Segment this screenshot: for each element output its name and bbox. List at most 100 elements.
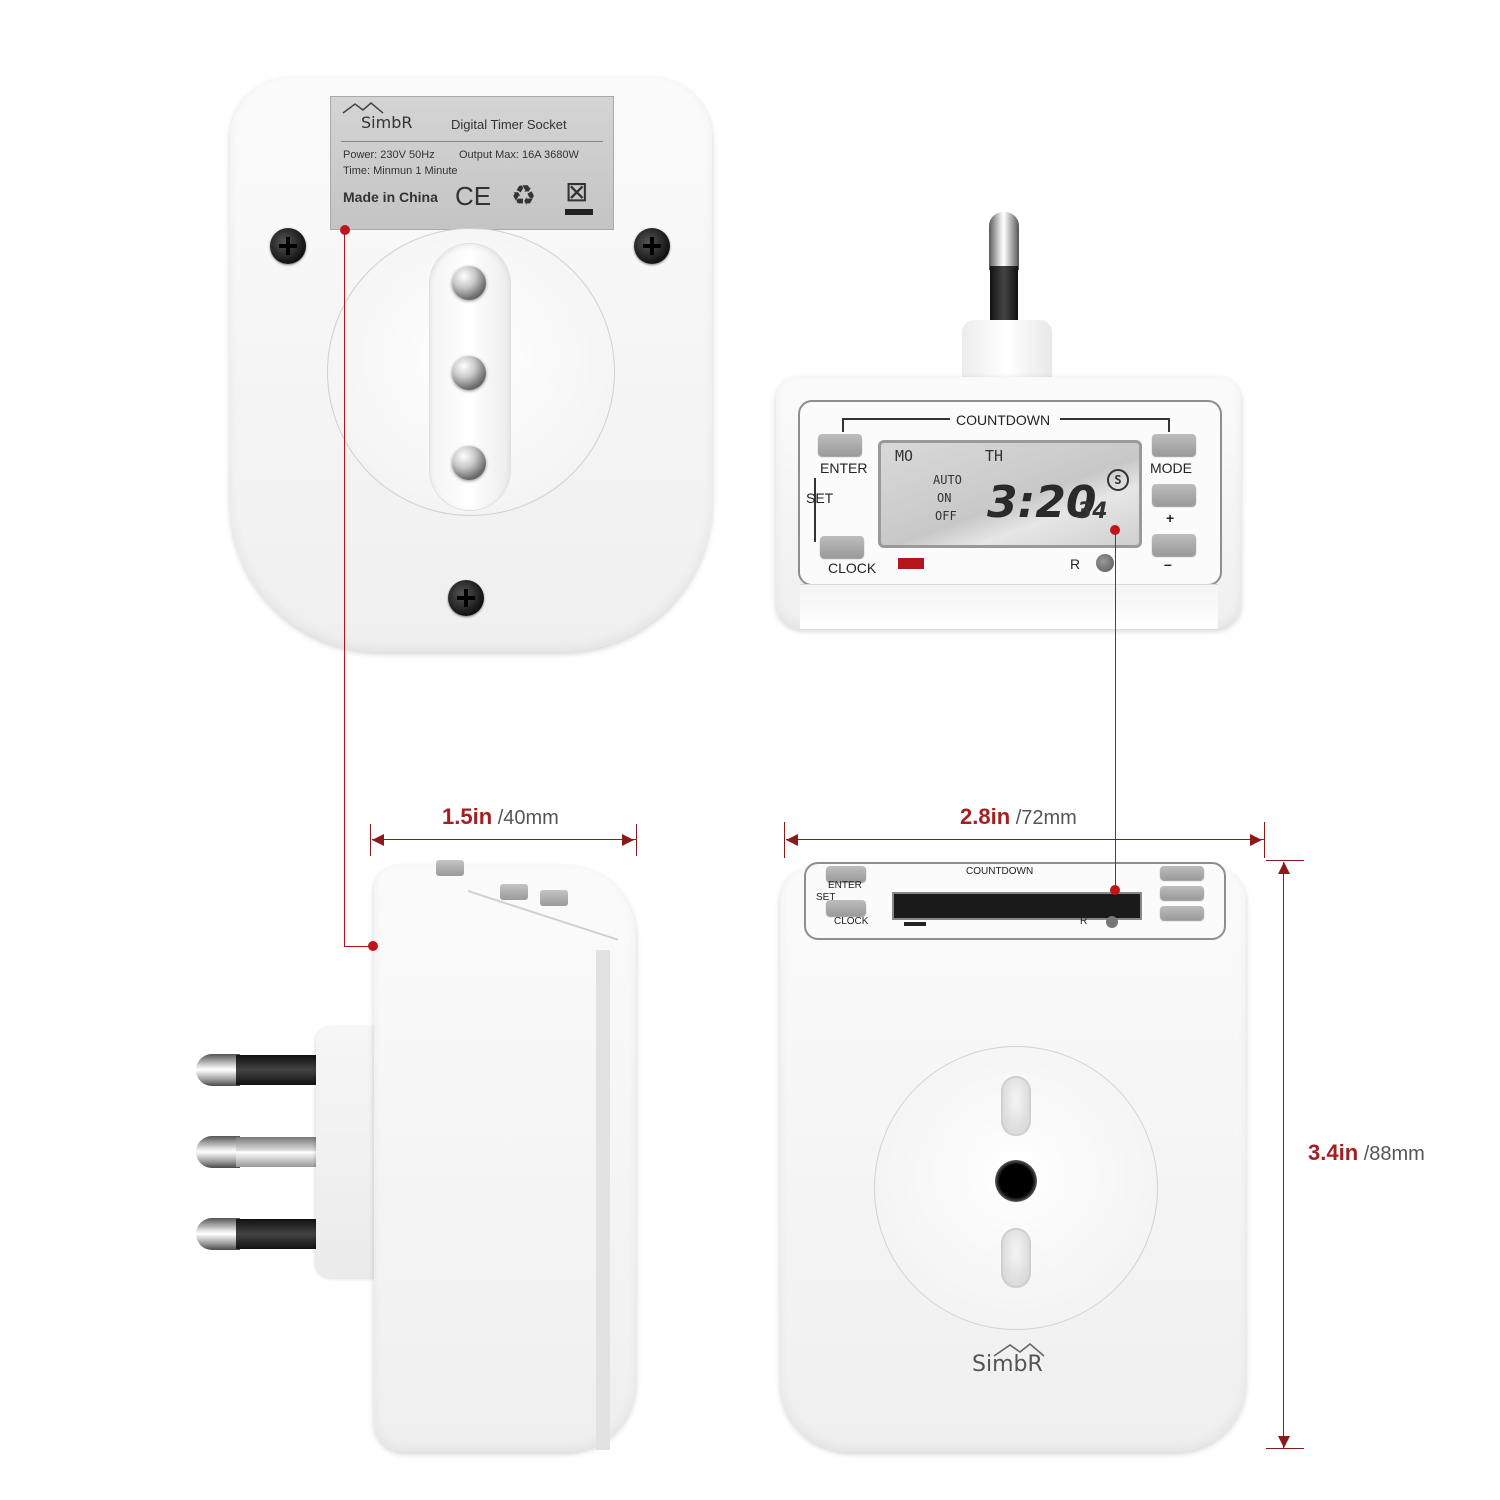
countdown-label: COUNTDOWN	[956, 412, 1051, 428]
width-metric: /72mm	[1015, 807, 1077, 829]
countdown-bracket-left	[842, 418, 950, 432]
side-countdown-label: COUNTDOWN	[966, 866, 1034, 877]
top-plug-base	[962, 320, 1052, 380]
depth-tick	[370, 824, 371, 856]
side-button-icon	[540, 890, 568, 906]
socket-brand-logo: SimbR	[972, 1352, 1043, 1377]
weee-bin-icon: ⊠	[565, 176, 589, 207]
depth-metric: /40mm	[497, 807, 559, 829]
clock-label: CLOCK	[828, 560, 877, 576]
side-reset-button[interactable]	[1106, 916, 1118, 928]
leader-dot	[340, 225, 350, 235]
mode-label: MODE	[1150, 460, 1192, 476]
label-origin: Made in China	[343, 189, 438, 205]
side-clock-button[interactable]	[826, 900, 866, 916]
lcd-on: ON	[937, 491, 952, 505]
screw-icon	[448, 580, 484, 616]
minus-label: –	[1164, 556, 1172, 572]
leader-line	[344, 230, 345, 946]
rating-label: SimbR Digital Timer Socket Power: 230V 5…	[330, 96, 614, 230]
lcd-off: OFF	[935, 509, 957, 523]
height-tick	[1266, 1448, 1304, 1449]
top-plug-pin-insulation	[990, 266, 1018, 326]
depth-tick	[636, 824, 637, 856]
socket-hole-icon	[1001, 1076, 1031, 1136]
arrow-left-icon	[372, 834, 384, 846]
side-plus-button[interactable]	[1160, 886, 1204, 900]
side-button-icon	[436, 860, 464, 876]
lcd-seconds: 34	[1077, 499, 1108, 524]
front-base	[800, 584, 1218, 629]
lcd-auto: AUTO	[933, 473, 962, 487]
socket-roof-logo-icon	[992, 1342, 1046, 1363]
side-plug-base	[316, 1026, 376, 1278]
side-lcd-display	[892, 892, 1142, 920]
reset-button[interactable]	[1096, 554, 1114, 572]
mode-button[interactable]	[1152, 434, 1196, 456]
enter-label: ENTER	[820, 460, 868, 476]
side-enter-button[interactable]	[826, 866, 866, 882]
plug-pin-icon	[452, 266, 486, 300]
plug-pin-icon	[452, 446, 486, 480]
recycle-icon: ♻	[511, 180, 537, 211]
side-mode-button[interactable]	[1160, 866, 1204, 880]
width-dimension-line	[786, 839, 1264, 840]
roof-logo-icon	[341, 101, 384, 114]
height-dimension-label: 3.4in /88mm	[1308, 1140, 1425, 1166]
label-divider	[341, 141, 603, 142]
side-set-label: SET	[816, 892, 836, 903]
depth-dimension-label: 1.5in /40mm	[442, 804, 559, 830]
width-dimension-label: 2.8in /72mm	[960, 804, 1077, 830]
screw-icon	[634, 228, 670, 264]
socket-earth-hole-icon	[995, 1160, 1037, 1202]
leader-line	[1115, 530, 1116, 890]
top-plug-pin-icon	[989, 212, 1019, 270]
arrow-up-icon	[1278, 862, 1290, 874]
height-imperial: 3.4in	[1308, 1140, 1359, 1165]
leader-dot	[368, 941, 378, 951]
side-button-icon	[500, 884, 528, 900]
lcd-indicator-icon: S	[1107, 469, 1129, 491]
ce-mark-icon: CE	[455, 181, 492, 211]
width-imperial: 2.8in	[960, 804, 1011, 829]
label-output: Output Max: 16A 3680W	[459, 149, 579, 161]
label-power: Power: 230V 50Hz	[343, 149, 435, 161]
plus-button[interactable]	[1152, 484, 1196, 506]
side-seam	[596, 950, 610, 1450]
leader-line	[344, 946, 372, 947]
side-reset-label: R	[1080, 916, 1088, 927]
socket-hole-icon	[1001, 1228, 1031, 1288]
arrow-right-icon	[1250, 834, 1262, 846]
leader-dot	[1110, 525, 1120, 535]
reset-label: R	[1070, 556, 1081, 572]
clock-button[interactable]	[820, 536, 864, 558]
weee-bar	[565, 209, 593, 215]
side-enter-label: ENTER	[828, 880, 862, 891]
screw-icon	[270, 228, 306, 264]
countdown-bracket-right	[1060, 418, 1170, 432]
side-minus-button[interactable]	[1160, 906, 1204, 920]
height-tick	[1266, 860, 1304, 861]
timer-side-view	[374, 866, 636, 1452]
leader-dot	[1110, 885, 1120, 895]
height-metric: /88mm	[1363, 1143, 1425, 1165]
lcd-display: MO TH AUTO ON OFF 3:20 34 S	[878, 440, 1142, 548]
arrow-left-icon	[786, 834, 798, 846]
height-dimension-line	[1283, 862, 1284, 1448]
depth-dimension-line	[372, 839, 636, 840]
side-clock-label: CLOCK	[834, 916, 869, 927]
arrow-right-icon	[622, 834, 634, 846]
label-brand: SimbR	[361, 113, 413, 132]
minus-button[interactable]	[1152, 534, 1196, 556]
lcd-time: 3:20	[987, 477, 1097, 528]
plug-pin-icon	[452, 356, 486, 390]
label-time: Time: Minmun 1 Minute	[343, 165, 458, 177]
depth-imperial: 1.5in	[442, 804, 493, 829]
lcd-day-th: TH	[985, 447, 1004, 465]
set-label: SET	[806, 490, 834, 506]
set-bracket	[814, 478, 824, 542]
status-led	[898, 558, 924, 569]
width-tick	[1264, 822, 1265, 858]
side-led	[904, 922, 926, 926]
enter-button[interactable]	[818, 434, 862, 456]
